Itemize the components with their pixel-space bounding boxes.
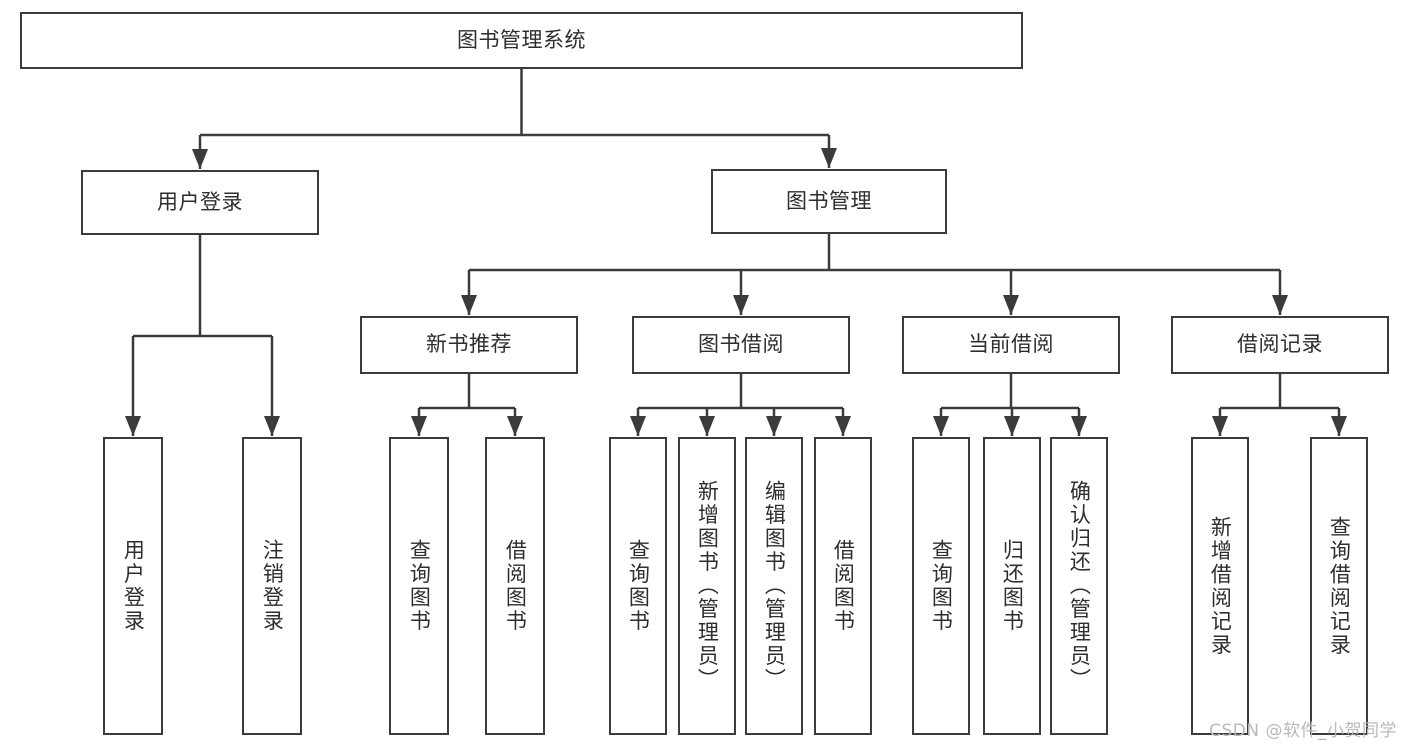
- node-label: 注销登录: [260, 539, 285, 633]
- arrow-head-icon: [1071, 416, 1087, 436]
- node-leaf-borrow-2[interactable]: 借阅图书: [814, 437, 872, 735]
- arrow-head-icon: [461, 295, 477, 315]
- arrow-head-icon: [1272, 295, 1288, 315]
- arrow-head-icon: [192, 149, 208, 169]
- node-current-borrow[interactable]: 当前借阅: [902, 316, 1120, 374]
- node-label: 图书管理: [786, 188, 872, 213]
- node-label: 归还图书: [1000, 539, 1025, 633]
- node-label: 确认归还（管理员）: [1067, 480, 1092, 692]
- node-label: 查询图书: [626, 539, 651, 633]
- node-book-borrow[interactable]: 图书借阅: [632, 316, 850, 374]
- node-leaf-user-login[interactable]: 用户登录: [103, 437, 163, 735]
- node-label: 图书管理系统: [457, 27, 586, 52]
- node-label: 借阅图书: [503, 539, 528, 633]
- node-leaf-logout[interactable]: 注销登录: [242, 437, 302, 735]
- node-leaf-confirm[interactable]: 确认归还（管理员）: [1050, 437, 1108, 735]
- node-label: 当前借阅: [968, 332, 1054, 357]
- node-label: 新增图书（管理员）: [695, 480, 720, 692]
- watermark: CSDN @软件_小贺同学: [1209, 721, 1397, 741]
- node-leaf-add-book[interactable]: 新增图书（管理员）: [678, 437, 736, 735]
- node-label: 图书借阅: [698, 332, 784, 357]
- node-leaf-edit-book[interactable]: 编辑图书（管理员）: [745, 437, 803, 735]
- node-label: 查询借阅记录: [1327, 515, 1352, 657]
- arrow-head-icon: [1003, 295, 1019, 315]
- arrow-head-icon: [733, 295, 749, 315]
- node-label: 借阅记录: [1237, 332, 1323, 357]
- arrow-head-icon: [821, 148, 837, 168]
- node-label: 新书推荐: [426, 332, 512, 357]
- arrow-head-icon: [1212, 416, 1228, 436]
- node-label: 新增借阅记录: [1208, 515, 1233, 657]
- node-label: 查询图书: [407, 539, 432, 633]
- node-label: 查询图书: [929, 539, 954, 633]
- arrow-head-icon: [1331, 416, 1347, 436]
- node-label: 用户登录: [157, 189, 243, 214]
- arrow-head-icon: [264, 416, 280, 436]
- arrow-head-icon: [1004, 416, 1020, 436]
- arrow-head-icon: [411, 416, 427, 436]
- node-new-book-rec[interactable]: 新书推荐: [360, 316, 578, 374]
- node-label: 用户登录: [121, 539, 146, 633]
- arrow-head-icon: [507, 416, 523, 436]
- arrow-head-icon: [699, 416, 715, 436]
- arrow-head-icon: [766, 416, 782, 436]
- arrow-head-icon: [125, 416, 141, 436]
- node-leaf-query-rec[interactable]: 查询借阅记录: [1310, 437, 1368, 735]
- node-leaf-query-3[interactable]: 查询图书: [912, 437, 970, 735]
- node-leaf-borrow-1[interactable]: 借阅图书: [485, 437, 545, 735]
- arrow-head-icon: [630, 416, 646, 436]
- node-borrow-records[interactable]: 借阅记录: [1171, 316, 1389, 374]
- node-book-manage[interactable]: 图书管理: [711, 169, 947, 234]
- node-leaf-query-2[interactable]: 查询图书: [609, 437, 667, 735]
- node-leaf-return[interactable]: 归还图书: [983, 437, 1041, 735]
- node-user-login[interactable]: 用户登录: [81, 170, 319, 235]
- arrow-head-icon: [835, 416, 851, 436]
- node-leaf-query-1[interactable]: 查询图书: [389, 437, 449, 735]
- arrow-head-icon: [933, 416, 949, 436]
- node-label: 借阅图书: [831, 539, 856, 633]
- node-root[interactable]: 图书管理系统: [20, 12, 1023, 69]
- node-leaf-add-rec[interactable]: 新增借阅记录: [1191, 437, 1249, 735]
- node-label: 编辑图书（管理员）: [762, 480, 787, 692]
